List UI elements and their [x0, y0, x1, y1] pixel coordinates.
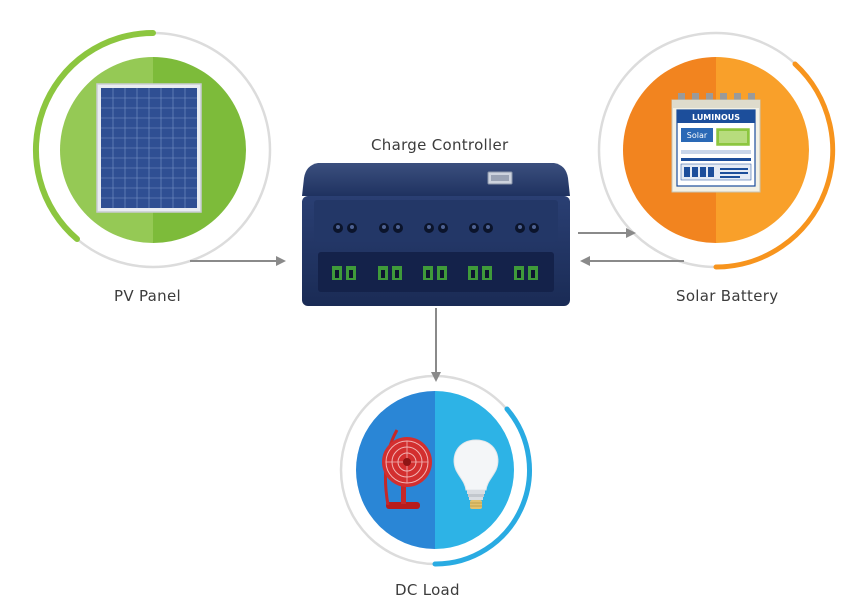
- pv-panel-node: [32, 30, 272, 269]
- pv-accent-arc: [32, 30, 156, 242]
- battery-product-text: Solar: [687, 131, 708, 140]
- solar-battery-label: Solar Battery: [676, 287, 779, 305]
- battery-node: LUMINOUS Solar: [597, 31, 836, 270]
- battery-accent-arc: [713, 61, 836, 270]
- pv-panel-label: PV Panel: [114, 287, 181, 305]
- charge-controller-icon: [302, 163, 570, 306]
- solar-panel-icon: [96, 83, 202, 213]
- table-fan-icon: [382, 429, 432, 509]
- dc-load-node: [339, 374, 532, 567]
- battery-icon: LUMINOUS Solar: [671, 93, 761, 193]
- load-accent-arc: [432, 406, 532, 567]
- dc-load-label: DC Load: [395, 581, 460, 599]
- charge-controller-label: Charge Controller: [371, 136, 509, 154]
- battery-brand-text: LUMINOUS: [692, 113, 740, 122]
- light-bulb-icon: [453, 439, 499, 509]
